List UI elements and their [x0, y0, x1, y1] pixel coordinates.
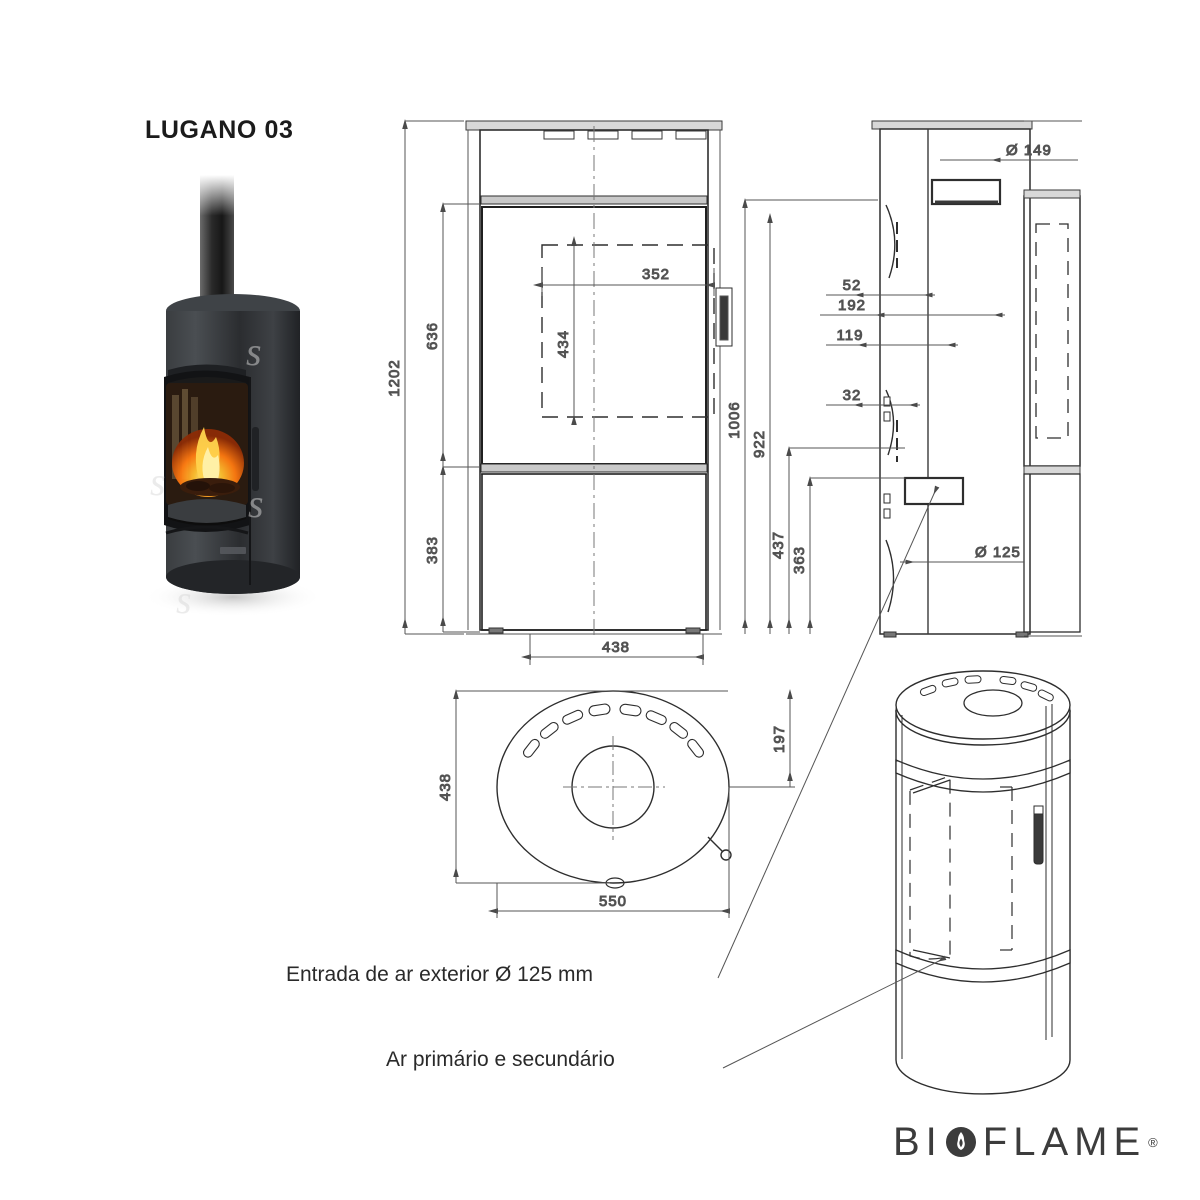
dim-label-32: 32	[843, 387, 862, 404]
dim-top-197: 197	[729, 689, 795, 788]
dim-front-383: 383	[424, 465, 480, 633]
top-plan-view	[496, 690, 732, 889]
dim-side-192: 192	[820, 297, 1005, 318]
brand-text-part1: BI	[893, 1119, 943, 1164]
stove-door-photo[interactable]	[164, 370, 259, 533]
watermark: s s s s	[150, 329, 264, 622]
dim-label-1006: 1006	[726, 401, 743, 438]
dim-label-d149: Ø 149	[1006, 142, 1052, 159]
svg-text:s: s	[246, 329, 262, 374]
front-elevation-view	[465, 120, 733, 636]
dim-label-383: 383	[424, 536, 441, 564]
dim-front-438: 438	[521, 634, 704, 665]
dim-side-1006: 1006	[726, 198, 878, 634]
dim-side-922: 922	[751, 213, 773, 634]
svg-text:s: s	[150, 459, 166, 504]
dim-side-363: 363	[791, 476, 905, 634]
dim-label-438-top: 438	[437, 773, 454, 801]
dim-label-363: 363	[791, 546, 808, 574]
dim-label-197: 197	[771, 725, 788, 753]
door-handle-photo[interactable]	[252, 427, 259, 491]
dim-front-352: 352	[533, 266, 715, 296]
dim-side-52: 52	[826, 277, 935, 298]
fire-view	[166, 383, 248, 505]
caption-primary-secondary-air: Ar primário e secundário	[386, 1048, 615, 1071]
dim-label-352: 352	[642, 266, 670, 283]
dim-label-52: 52	[843, 277, 862, 294]
caption-exterior-air: Entrada de ar exterior Ø 125 mm	[286, 963, 593, 986]
brand-registered-mark: ®	[1148, 1134, 1158, 1150]
dim-side-437: 437	[770, 446, 905, 634]
dim-label-550: 550	[599, 893, 627, 910]
brand-text-part2: FLAME	[982, 1119, 1147, 1164]
lower-panel-seam	[165, 525, 249, 535]
product-photo: s s s s	[128, 165, 338, 635]
dim-label-d125: Ø 125	[975, 544, 1021, 561]
brand-logo: BI FLAME ®	[893, 1116, 1158, 1168]
dim-front-1202: 1202	[386, 119, 464, 635]
svg-text:s: s	[176, 577, 192, 622]
dim-label-192: 192	[838, 297, 866, 314]
dim-label-636: 636	[424, 322, 441, 350]
leader-line-primary-air	[722, 955, 947, 1069]
dim-label-119: 119	[837, 327, 864, 344]
dim-side-32: 32	[826, 387, 920, 408]
dim-label-1202: 1202	[386, 359, 403, 396]
door-handle-3d	[1033, 811, 1044, 865]
dim-top-550: 550	[488, 787, 730, 918]
dim-top-438: 438	[437, 689, 728, 884]
flue-pipe-photo	[200, 175, 234, 307]
dim-label-438-front: 438	[602, 639, 630, 656]
leader-line-exterior-air	[717, 485, 940, 979]
dim-label-434: 434	[555, 330, 572, 358]
dim-front-636: 636	[424, 202, 480, 468]
dim-side-119: 119	[826, 327, 958, 348]
dim-label-922: 922	[751, 430, 768, 458]
brand-badge-photo	[220, 547, 246, 554]
dim-label-437: 437	[770, 531, 787, 559]
isometric-3d-view	[895, 670, 1071, 1095]
dim-diameter-149: Ø 149	[940, 142, 1078, 163]
page-title: LUGANO 03	[145, 116, 294, 144]
side-section-view	[871, 120, 1082, 638]
dim-diameter-125: Ø 125	[900, 544, 1024, 565]
dim-front-434: 434	[555, 236, 577, 425]
svg-text:s: s	[248, 481, 264, 526]
flame-in-circle-icon	[944, 1125, 978, 1159]
